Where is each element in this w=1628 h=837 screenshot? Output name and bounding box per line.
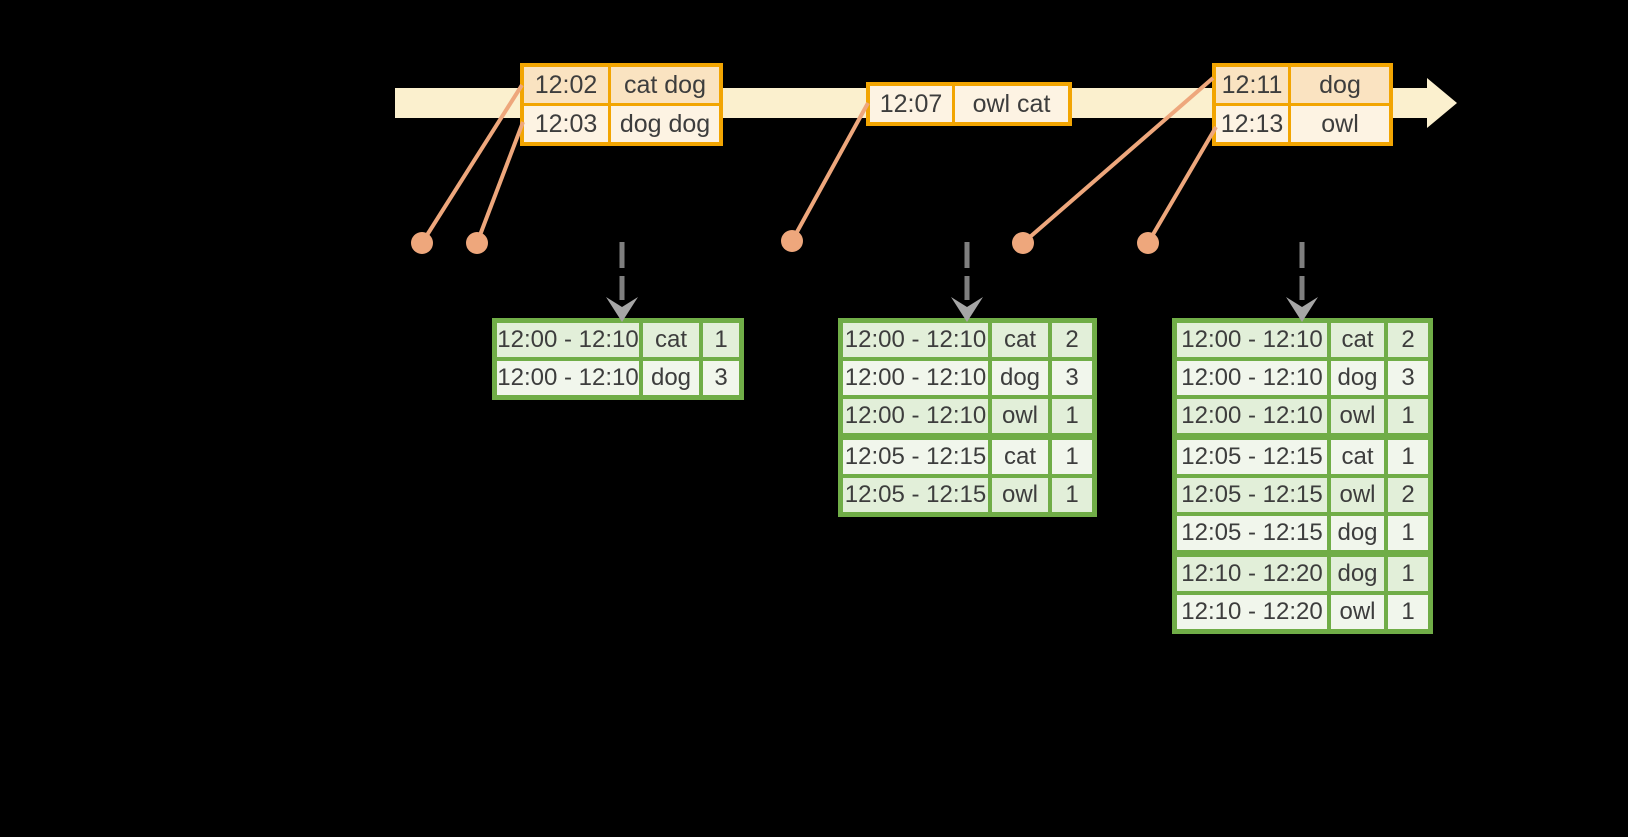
result-table-3: 12:00 - 12:10 cat 2 12:00 - 12:10 dog 3 … xyxy=(1172,318,1433,634)
word-cell: dog xyxy=(1331,361,1384,395)
count-cell: 2 xyxy=(1388,478,1428,512)
result-row: 12:00 - 12:10 cat 2 xyxy=(1177,323,1428,357)
word-cell: cat xyxy=(643,323,699,357)
event-row: 12:02 cat dog xyxy=(524,67,719,103)
count-cell: 2 xyxy=(1388,323,1428,357)
event-time: 12:03 xyxy=(524,106,608,142)
word-cell: dog xyxy=(992,361,1048,395)
result-row: 12:00 - 12:10 owl 1 xyxy=(843,399,1092,433)
event-dot xyxy=(466,232,488,254)
word-cell: owl xyxy=(992,399,1048,433)
event-row: 12:03 dog dog xyxy=(524,106,719,142)
word-cell: owl xyxy=(1331,399,1384,433)
window-cell: 12:00 - 12:10 xyxy=(1177,323,1327,357)
word-cell: owl xyxy=(1331,478,1384,512)
word-cell: cat xyxy=(992,440,1048,474)
word-cell: owl xyxy=(1331,595,1384,629)
result-row: 12:00 - 12:10 dog 3 xyxy=(497,361,739,395)
event-time: 12:07 xyxy=(870,86,952,122)
event-dot xyxy=(1012,232,1034,254)
window-cell: 12:00 - 12:10 xyxy=(497,323,639,357)
word-cell: dog xyxy=(643,361,699,395)
event-words: cat dog xyxy=(611,67,719,103)
count-cell: 1 xyxy=(703,323,739,357)
window-cell: 12:00 - 12:10 xyxy=(497,361,639,395)
window-cell: 12:05 - 12:15 xyxy=(843,440,988,474)
event-table-1: 12:02 cat dog 12:03 dog dog xyxy=(520,63,723,146)
result-row: 12:00 - 12:10 dog 3 xyxy=(1177,361,1428,395)
event-table-3: 12:11 dog 12:13 owl xyxy=(1212,63,1393,146)
event-dot xyxy=(1137,232,1159,254)
count-cell: 1 xyxy=(1388,557,1428,591)
window-cell: 12:10 - 12:20 xyxy=(1177,557,1327,591)
event-row: 12:11 dog xyxy=(1216,67,1389,103)
word-cell: cat xyxy=(992,323,1048,357)
connector-line xyxy=(790,102,870,242)
event-row: 12:07 owl cat xyxy=(870,86,1068,122)
window-cell: 12:00 - 12:10 xyxy=(1177,361,1327,395)
result-row: 12:05 - 12:15 owl 2 xyxy=(1177,478,1428,512)
word-cell: dog xyxy=(1331,516,1384,550)
window-cell: 12:05 - 12:15 xyxy=(1177,516,1327,550)
result-row: 12:05 - 12:15 cat 1 xyxy=(1177,440,1428,474)
window-cell: 12:00 - 12:10 xyxy=(1177,399,1327,433)
result-row: 12:10 - 12:20 owl 1 xyxy=(1177,595,1428,629)
result-table-2: 12:00 - 12:10 cat 2 12:00 - 12:10 dog 3 … xyxy=(838,318,1097,517)
count-cell: 1 xyxy=(1052,399,1092,433)
result-row: 12:00 - 12:10 dog 3 xyxy=(843,361,1092,395)
connector-line xyxy=(475,121,525,244)
window-cell: 12:05 - 12:15 xyxy=(1177,440,1327,474)
window-cell: 12:00 - 12:10 xyxy=(843,361,988,395)
event-time: 12:02 xyxy=(524,67,608,103)
count-cell: 1 xyxy=(1388,399,1428,433)
word-cell: cat xyxy=(1331,323,1384,357)
window-cell: 12:00 - 12:10 xyxy=(843,323,988,357)
event-words: dog xyxy=(1291,67,1389,103)
word-cell: cat xyxy=(1331,440,1384,474)
result-row: 12:00 - 12:10 cat 1 xyxy=(497,323,739,357)
result-table-1: 12:00 - 12:10 cat 1 12:00 - 12:10 dog 3 xyxy=(492,318,744,400)
result-row: 12:00 - 12:10 owl 1 xyxy=(1177,399,1428,433)
event-row: 12:13 owl xyxy=(1216,106,1389,142)
result-row: 12:00 - 12:10 cat 2 xyxy=(843,323,1092,357)
event-time: 12:13 xyxy=(1216,106,1288,142)
window-cell: 12:05 - 12:15 xyxy=(1177,478,1327,512)
count-cell: 2 xyxy=(1052,323,1092,357)
count-cell: 3 xyxy=(1052,361,1092,395)
count-cell: 1 xyxy=(1388,595,1428,629)
window-cell: 12:10 - 12:20 xyxy=(1177,595,1327,629)
count-cell: 3 xyxy=(703,361,739,395)
result-row: 12:05 - 12:15 cat 1 xyxy=(843,440,1092,474)
count-cell: 1 xyxy=(1052,440,1092,474)
word-cell: owl xyxy=(992,478,1048,512)
count-cell: 1 xyxy=(1052,478,1092,512)
connector-line xyxy=(1146,125,1218,245)
event-time: 12:11 xyxy=(1216,67,1288,103)
word-cell: dog xyxy=(1331,557,1384,591)
result-row: 12:05 - 12:15 owl 1 xyxy=(843,478,1092,512)
event-table-2: 12:07 owl cat xyxy=(866,82,1072,126)
event-dot xyxy=(411,232,433,254)
result-row: 12:05 - 12:15 dog 1 xyxy=(1177,516,1428,550)
event-words: owl cat xyxy=(955,86,1068,122)
result-row: 12:10 - 12:20 dog 1 xyxy=(1177,557,1428,591)
timeline-arrowhead-icon xyxy=(1427,78,1457,128)
event-dot xyxy=(781,230,803,252)
window-cell: 12:00 - 12:10 xyxy=(843,399,988,433)
window-cell: 12:05 - 12:15 xyxy=(843,478,988,512)
count-cell: 1 xyxy=(1388,516,1428,550)
count-cell: 1 xyxy=(1388,440,1428,474)
count-cell: 3 xyxy=(1388,361,1428,395)
event-words: owl xyxy=(1291,106,1389,142)
event-words: dog dog xyxy=(611,106,719,142)
